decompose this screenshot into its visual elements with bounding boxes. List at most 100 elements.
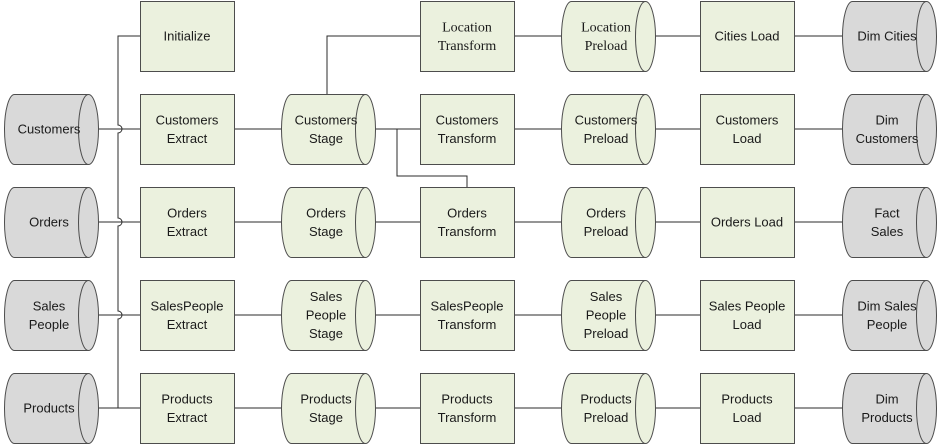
- datastore-cylinder: [842, 94, 937, 165]
- node-label: Preload: [584, 410, 629, 425]
- node-label: Customers: [18, 122, 81, 137]
- datastore-cylinder-cap: [916, 94, 927, 165]
- node-label: Extract: [167, 131, 208, 146]
- initialize-bus: [117, 35, 140, 408]
- node-label: SalesPeople: [431, 298, 504, 313]
- datastore-cylinder-cap: [916, 1, 927, 72]
- node-label: People: [586, 308, 626, 323]
- node-label: Orders: [29, 215, 69, 230]
- node-label: Stage: [309, 410, 343, 425]
- datastore-cylinder: [561, 94, 656, 165]
- node-label: Sales: [590, 289, 623, 304]
- datastore-cylinder-cap: [355, 187, 366, 258]
- node-label: Customers: [156, 112, 219, 127]
- datastore-cylinder-cap: [355, 373, 366, 444]
- datastore-cylinder: [842, 373, 937, 444]
- node-label: Fact: [874, 205, 900, 220]
- node-label: Cities Load: [714, 29, 779, 44]
- process-box: [420, 373, 515, 444]
- process-box: [140, 373, 235, 444]
- node-label: Transform: [438, 317, 497, 332]
- node-label: Products: [721, 391, 773, 406]
- node-label: Dim: [875, 391, 898, 406]
- datastore-cylinder: [842, 280, 937, 351]
- datastore-cylinder: [561, 1, 656, 72]
- node-label: Sales: [33, 298, 66, 313]
- process-box: [700, 187, 795, 258]
- node-label: Orders: [447, 205, 487, 220]
- process-box: [420, 280, 515, 351]
- connector-customers-stage-to-orders-transform: [381, 128, 468, 187]
- datastore-cylinder-cap: [355, 94, 366, 165]
- datastore-cylinder-cap: [355, 280, 366, 351]
- node-label: Extract: [167, 317, 208, 332]
- node-label: Preload: [584, 224, 629, 239]
- node-label: Stage: [309, 224, 343, 239]
- node-label: Customers: [716, 112, 779, 127]
- datastore-cylinder: [281, 187, 376, 258]
- node-label: Extract: [167, 410, 208, 425]
- datastore-cylinder-cap: [916, 373, 927, 444]
- node-label: Orders Load: [711, 215, 783, 230]
- process-box: [700, 1, 795, 72]
- node-label: Transform: [438, 131, 497, 146]
- node-products-src: Products: [4, 373, 99, 444]
- datastore-cylinder-cap: [635, 373, 646, 444]
- datastore-cylinder-cap: [635, 1, 646, 72]
- datastore-cylinder-cap: [635, 280, 646, 351]
- node-label: Preload: [584, 326, 629, 341]
- node-label: Extract: [167, 224, 208, 239]
- process-box: [420, 187, 515, 258]
- datastore-cylinder: [4, 280, 99, 351]
- datastore-cylinder-cap: [635, 94, 646, 165]
- connector-customers-stage-to-location-transform: [326, 35, 420, 94]
- node-label: People: [29, 317, 69, 332]
- datastore-cylinder-cap: [78, 187, 89, 258]
- node-label: Products: [441, 391, 493, 406]
- datastore-cylinder-cap: [916, 187, 927, 258]
- node-label: Transform: [438, 224, 497, 239]
- node-label: Load: [733, 410, 762, 425]
- node-label: Transform: [438, 39, 497, 54]
- node-label: Sales: [310, 289, 343, 304]
- node-label: Load: [733, 317, 762, 332]
- process-box: [140, 1, 235, 72]
- node-label: Customers: [575, 112, 638, 127]
- node-label: Dim: [875, 112, 898, 127]
- node-label: Sales People: [709, 298, 786, 313]
- node-dim-cities: Dim Cities: [842, 1, 937, 72]
- node-label: Sales: [871, 224, 904, 239]
- diagram-nodes: InitializeCustomersOrdersSalesPeopleProd…: [4, 1, 937, 444]
- node-label: Customers: [295, 112, 358, 127]
- process-box: [140, 187, 235, 258]
- node-initialize: Initialize: [140, 1, 235, 72]
- node-label: Transform: [438, 410, 497, 425]
- node-label: Preload: [585, 39, 628, 54]
- datastore-cylinder-cap: [78, 373, 89, 444]
- datastore-cylinder: [842, 187, 937, 258]
- node-orders-src: Orders: [4, 187, 99, 258]
- node-label: Location: [581, 20, 631, 35]
- node-label: People: [306, 308, 346, 323]
- node-cities-load: Cities Load: [700, 1, 795, 72]
- datastore-cylinder: [281, 373, 376, 444]
